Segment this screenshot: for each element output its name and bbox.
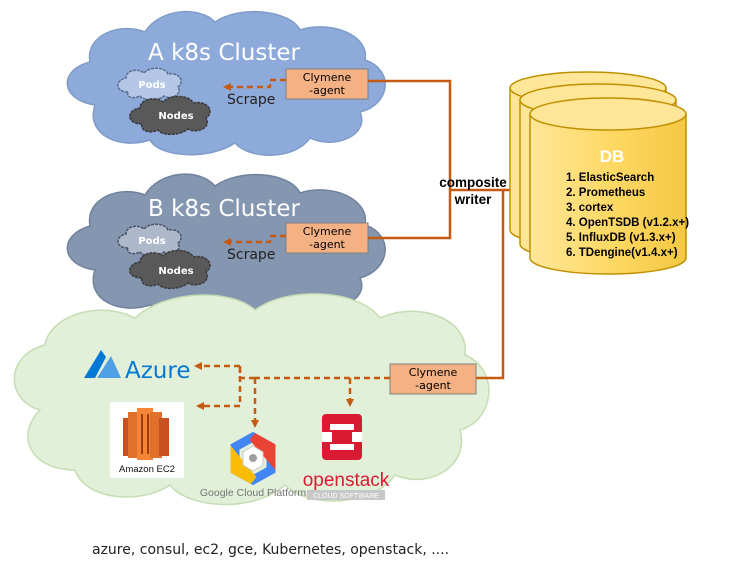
azure-icon xyxy=(84,350,121,378)
cluster-a-title: A k8s Cluster xyxy=(148,40,300,66)
composite-writer-line2: writer xyxy=(454,192,493,207)
composite-writer-line1: composite xyxy=(439,175,507,190)
cluster-a-pods-cloud xyxy=(117,67,182,101)
openstack-sub-label: CLOUD SOFTWARE xyxy=(313,493,379,500)
cluster-b-pods-label: Pods xyxy=(138,236,165,247)
cluster-writer-line xyxy=(368,79,452,240)
cluster-b-pods-cloud xyxy=(117,223,182,257)
db-item: 2. Prometheus xyxy=(566,187,645,199)
cluster-a-nodes-cloud xyxy=(129,95,211,136)
db-cylinder-stack xyxy=(509,71,687,275)
openstack-label: openstack xyxy=(303,470,390,491)
gcp-icon xyxy=(230,431,276,486)
cloud-scrape-arrows xyxy=(194,362,390,428)
cluster-b-title: B k8s Cluster xyxy=(148,196,301,222)
cloud-agent-line1: Clymene xyxy=(409,366,458,379)
cluster-a-nodes-label: Nodes xyxy=(158,111,193,122)
cluster-b-scrape-label: Scrape xyxy=(227,247,275,263)
db-item: 4. OpenTSDB (v1.2.x+) xyxy=(566,217,689,229)
cloud-scrape-branch xyxy=(238,366,255,380)
openstack-icon xyxy=(322,414,362,460)
cluster-b-nodes-cloud xyxy=(129,249,211,290)
cluster-b-agent-line2: -agent xyxy=(309,238,345,251)
cluster-b-scrape-arrow xyxy=(223,234,286,246)
cluster-a-scrape-arrow xyxy=(223,78,286,91)
db-item-list: 1. ElasticSearch 2. Prometheus 3. cortex… xyxy=(566,172,689,259)
cluster-a-pods-label: Pods xyxy=(138,80,165,91)
gcp-label: Google Cloud Platform xyxy=(200,487,306,499)
db-item: 1. ElasticSearch xyxy=(566,172,654,184)
cluster-b-agent-line1: Clymene xyxy=(303,225,352,238)
db-item: 3. cortex xyxy=(566,202,614,214)
cluster-a-agent-line1: Clymene xyxy=(303,71,352,84)
ec2-icon xyxy=(123,408,169,460)
supported-sd-footer: azure, consul, ec2, gce, Kubernetes, ope… xyxy=(92,542,450,558)
db-cylinder-front xyxy=(529,97,687,275)
openstack-sub-bar xyxy=(307,490,385,500)
ec2-scrape-arrow xyxy=(196,366,242,410)
cluster-a-agent-line2: -agent xyxy=(309,84,345,97)
cloud-writer-line xyxy=(476,190,505,380)
cluster-b-agent-box xyxy=(285,222,369,254)
cluster-b-nodes-label: Nodes xyxy=(158,266,193,277)
cluster-a-scrape-label: Scrape xyxy=(227,92,275,108)
db-item: 6. TDengine(v1.4.x+) xyxy=(566,247,678,259)
db-item: 5. InfluxDB (v1.3.x+) xyxy=(566,232,676,244)
db-title: DB xyxy=(600,147,625,166)
azure-label: Azure xyxy=(125,358,191,384)
cluster-a-agent-box xyxy=(285,68,369,100)
ec2-label: Amazon EC2 xyxy=(119,464,175,475)
cloud-agent-line2: -agent xyxy=(415,379,451,392)
